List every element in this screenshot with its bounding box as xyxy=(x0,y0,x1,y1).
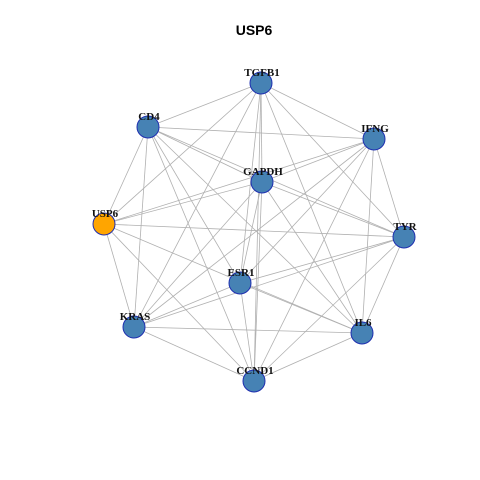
edge-tyr-ccnd1 xyxy=(253,236,405,382)
edge-tgfb1-gapdh xyxy=(260,82,263,183)
edge-tgfb1-cd4 xyxy=(147,82,262,128)
graph-title: USP6 xyxy=(236,22,273,38)
edge-usp6-ccnd1 xyxy=(103,223,255,382)
node-ifng xyxy=(362,127,386,151)
node-gapdh xyxy=(250,170,274,194)
node-cd4 xyxy=(136,115,160,139)
node-label-esr1: ESR1 xyxy=(228,267,255,279)
edge-cd4-ccnd1 xyxy=(147,126,255,382)
node-label-kras: KRAS xyxy=(120,311,151,323)
edge-ifng-tyr xyxy=(373,138,405,238)
edge-tyr-kras xyxy=(133,236,405,328)
edge-gapdh-usp6 xyxy=(103,181,263,225)
edge-tgfb1-ifng xyxy=(260,82,375,140)
edge-il6-ccnd1 xyxy=(253,332,363,382)
edge-cd4-kras xyxy=(133,126,149,328)
edge-cd4-tyr xyxy=(147,126,405,238)
edge-tyr-esr1 xyxy=(239,236,405,284)
edge-esr1-kras xyxy=(133,282,241,328)
edge-usp6-tyr xyxy=(103,223,405,238)
edge-cd4-esr1 xyxy=(147,126,241,284)
edge-ifng-usp6 xyxy=(103,138,375,225)
edge-tgfb1-kras xyxy=(133,82,262,328)
edge-cd4-usp6 xyxy=(103,126,149,225)
edge-tgfb1-usp6 xyxy=(103,82,262,225)
node-label-cd4: CD4 xyxy=(138,111,160,123)
node-label-ifng: IFNG xyxy=(361,123,389,135)
edges-layer xyxy=(103,82,405,382)
node-label-usp6: USP6 xyxy=(92,208,119,220)
edge-ifng-il6 xyxy=(361,138,375,334)
edge-esr1-il6 xyxy=(239,282,363,334)
node-tyr xyxy=(392,225,416,249)
edge-gapdh-tyr xyxy=(261,181,405,238)
node-label-il6: IL6 xyxy=(354,317,372,329)
node-label-tyr: TYR xyxy=(393,221,417,233)
edge-gapdh-ccnd1 xyxy=(253,181,263,382)
node-ccnd1 xyxy=(242,369,266,393)
edge-kras-il6 xyxy=(133,326,363,334)
edge-gapdh-kras xyxy=(133,181,263,328)
edge-cd4-il6 xyxy=(147,126,363,334)
node-usp6 xyxy=(92,212,116,236)
node-kras xyxy=(122,315,146,339)
edge-tgfb1-il6 xyxy=(260,82,363,334)
node-label-gapdh: GAPDH xyxy=(243,166,283,178)
edge-usp6-kras xyxy=(103,223,135,328)
node-esr1 xyxy=(228,271,252,295)
node-il6 xyxy=(350,321,374,345)
edge-tgfb1-tyr xyxy=(260,82,405,238)
node-label-tgfb1: TGFB1 xyxy=(244,67,279,79)
edge-ifng-gapdh xyxy=(261,138,375,183)
edge-ifng-esr1 xyxy=(239,138,375,284)
node-tgfb1 xyxy=(249,71,273,95)
edge-cd4-gapdh xyxy=(147,126,263,183)
edge-cd4-ifng xyxy=(147,126,375,140)
edge-ifng-kras xyxy=(133,138,375,328)
edge-tyr-il6 xyxy=(361,236,405,334)
edge-tgfb1-esr1 xyxy=(239,82,262,284)
edge-gapdh-esr1 xyxy=(239,181,263,284)
edge-kras-ccnd1 xyxy=(133,326,255,382)
edge-esr1-ccnd1 xyxy=(239,282,255,382)
edge-gapdh-il6 xyxy=(261,181,363,334)
node-label-ccnd1: CCND1 xyxy=(236,365,273,377)
